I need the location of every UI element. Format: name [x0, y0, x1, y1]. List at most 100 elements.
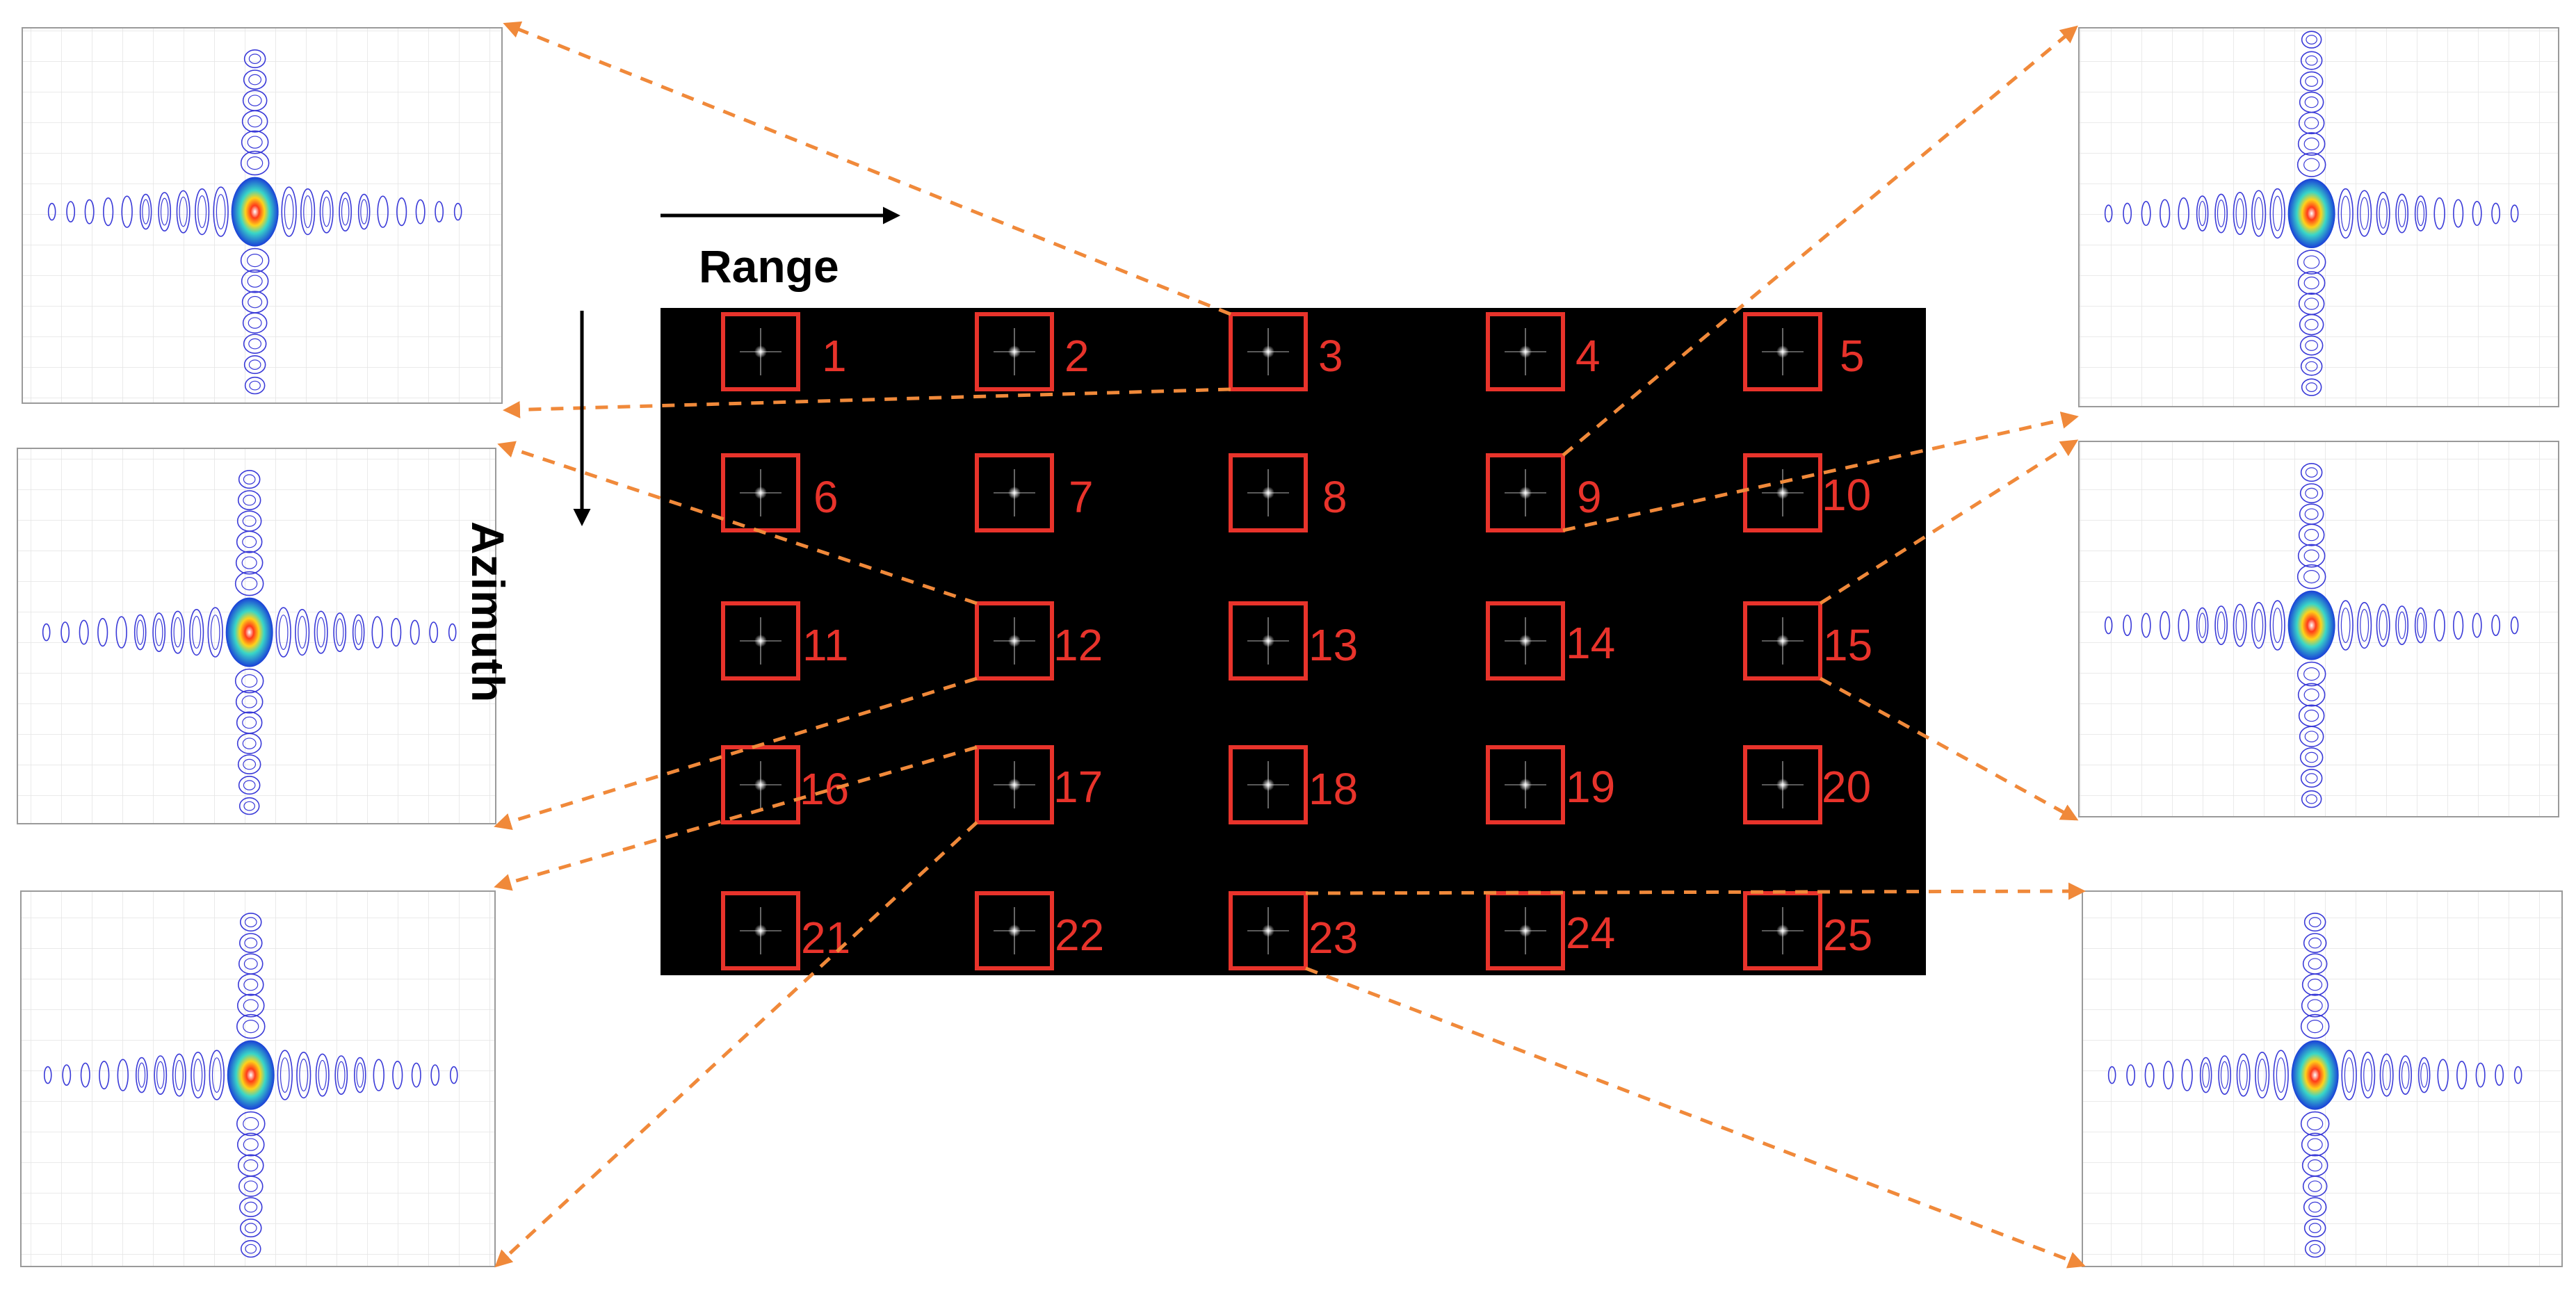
azimuth-sidelobe-inner: [2304, 298, 2319, 310]
panel-border: [2082, 890, 2563, 1267]
azimuth-sidelobe: [238, 1197, 263, 1218]
target-19: 19: [1486, 745, 1615, 824]
range-sidelobe: [411, 1062, 421, 1088]
range-sidelobe-inner: [2340, 608, 2351, 643]
azimuth-sidelobe-inner: [248, 295, 263, 309]
range-sidelobe: [2251, 601, 2267, 649]
range-sidelobe: [333, 612, 347, 653]
azimuth-sidelobe-inner: [248, 54, 261, 64]
target-label: 15: [1823, 620, 1872, 670]
target-box: [975, 453, 1054, 532]
contour-plot: [2107, 913, 2522, 1258]
range-sidelobe: [2414, 195, 2427, 231]
zoom-panels: [17, 27, 2563, 1267]
target-13: 13: [1229, 601, 1358, 681]
range-sidelobe-inner: [2417, 200, 2425, 227]
range-sidelobe-inner: [160, 197, 169, 226]
azimuth-sidelobe: [238, 797, 260, 815]
azimuth-sidelobe: [236, 1013, 266, 1039]
range-sidelobe: [453, 202, 462, 221]
range-sidelobe: [60, 621, 70, 643]
azimuth-sidelobe: [236, 1132, 265, 1157]
azimuth-sidelobe: [2299, 335, 2324, 356]
azimuth-sidelobe: [2301, 993, 2329, 1018]
range-sidelobe: [2123, 614, 2132, 636]
azimuth-sidelobe-inner: [248, 74, 262, 85]
target-12: 12: [975, 601, 1103, 681]
azimuth-sidelobe-inner: [2306, 382, 2317, 392]
azimuth-sidelobe: [2303, 933, 2327, 954]
range-sidelobe: [2126, 1064, 2136, 1086]
target-label: 7: [1069, 472, 1094, 522]
azimuth-sidelobe-inner: [2303, 667, 2320, 681]
range-sidelobe: [2379, 1053, 2394, 1097]
callout-arrows: [494, 21, 2086, 1269]
range-sidelobe: [2181, 1059, 2193, 1091]
target-box: [1229, 601, 1308, 681]
callout-arrow-target-17: [494, 821, 978, 1268]
target-label: 21: [801, 913, 850, 963]
panel-border: [20, 890, 496, 1267]
range-sidelobe: [2357, 190, 2372, 237]
range-sidelobe-inner: [2220, 1061, 2229, 1089]
range-sidelobe: [2163, 1060, 2174, 1090]
range-sidelobe: [2491, 614, 2501, 636]
azimuth-sidelobe: [235, 551, 264, 575]
azimuth-sidelobe-inner: [2305, 751, 2319, 763]
range-sidelobe: [2178, 609, 2189, 642]
range-sidelobe: [396, 197, 407, 227]
range-sidelobe-inner: [2217, 199, 2226, 227]
azimuth-sidelobe-inner: [241, 556, 257, 569]
callout-arrow-target-15: [1819, 439, 2079, 605]
azimuth-sidelobe-inner: [244, 1223, 257, 1233]
target-box: [1743, 601, 1822, 681]
target-label: 16: [800, 764, 849, 814]
azimuth-sidelobe: [240, 247, 270, 273]
azimuth-sidelobe: [238, 953, 264, 975]
range-sidelobe: [189, 608, 204, 656]
azimuth-sidelobe: [2300, 1111, 2330, 1137]
range-sidelobe: [139, 193, 152, 230]
azimuth-sidelobe-inner: [243, 494, 257, 506]
range-sidelobe-inner: [2401, 1061, 2410, 1089]
target-box: [975, 601, 1054, 681]
range-sidelobe: [2178, 197, 2189, 230]
range-sidelobe-inner: [318, 1059, 327, 1091]
range-sidelobe: [2273, 1050, 2289, 1100]
azimuth-sidelobe: [239, 1219, 262, 1238]
range-sidelobe: [47, 202, 56, 221]
azimuth-sidelobe: [234, 571, 264, 596]
range-sidelobe-inner: [278, 614, 289, 650]
azimuth-sidelobe-inner: [2303, 158, 2320, 172]
main-lobe: [231, 177, 279, 247]
range-sidelobe: [352, 614, 365, 651]
target-label: 14: [1566, 618, 1615, 668]
target-box: [1486, 891, 1565, 970]
azimuth-sidelobe: [2299, 747, 2324, 768]
range-sidelobe-inner: [211, 1057, 222, 1093]
azimuth-sidelobe: [243, 49, 266, 69]
azimuth-sidelobe: [236, 733, 262, 754]
range-sidelobe-inner: [154, 618, 163, 646]
target-label: 11: [802, 620, 848, 670]
azimuth-sidelobe: [238, 933, 263, 954]
range-sidelobe-inner: [2360, 609, 2370, 642]
range-sidelobe: [2218, 1055, 2232, 1096]
range-sidelobe: [66, 201, 76, 222]
range-sidelobe-inner: [173, 617, 182, 648]
range-sidelobe: [357, 193, 371, 230]
range-sidelobe-inner: [2198, 200, 2207, 227]
range-sidelobe-inner: [179, 196, 188, 227]
target-label: 18: [1309, 764, 1358, 814]
azimuth-sidelobe: [242, 312, 268, 334]
range-sidelobe: [2491, 202, 2501, 225]
azimuth-sidelobe-inner: [2305, 487, 2319, 499]
range-sidelobe: [353, 1057, 366, 1093]
point-target: [1776, 635, 1789, 647]
range-sidelobe-inner: [156, 1061, 165, 1089]
range-sidelobe-inner: [2397, 611, 2406, 640]
panel-target-3: [22, 27, 503, 404]
range-sidelobe-inner: [2344, 1057, 2354, 1093]
range-sidelobe: [315, 1053, 330, 1097]
